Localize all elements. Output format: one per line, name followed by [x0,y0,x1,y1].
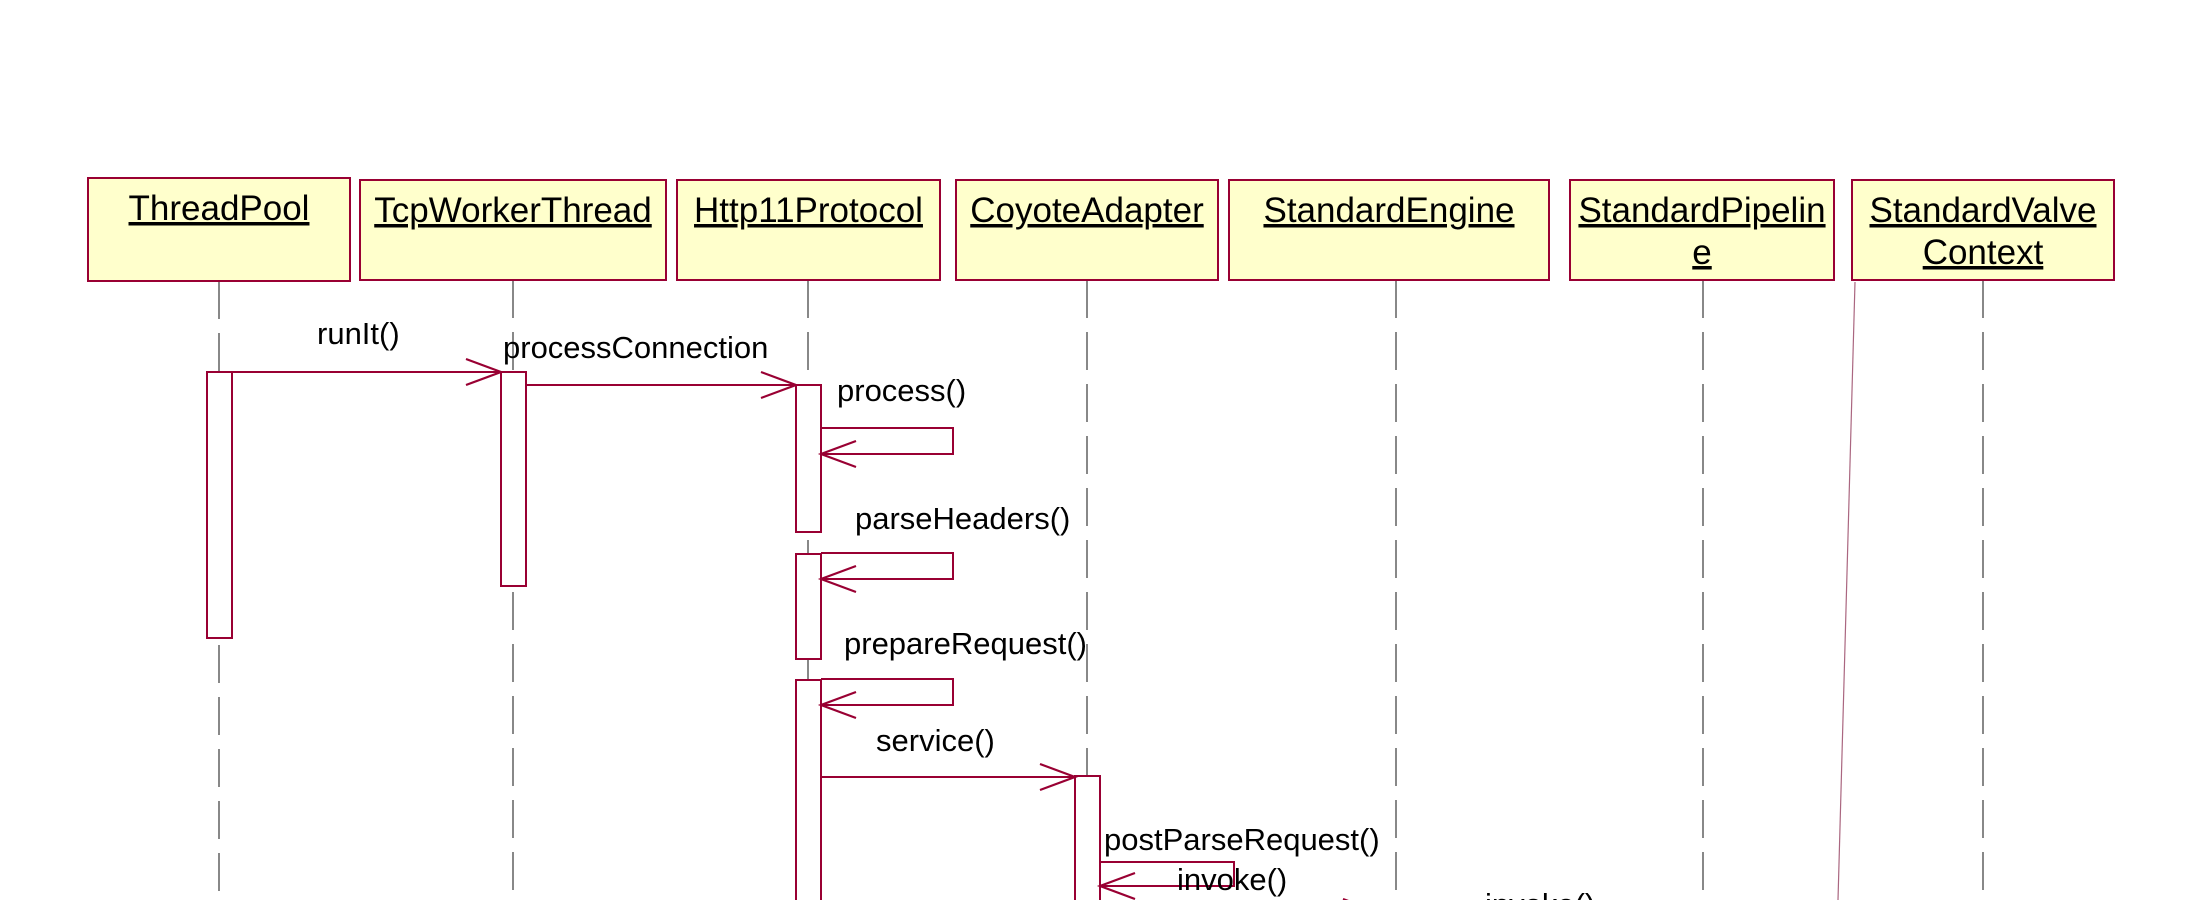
messages: runIt() processConnection process() parseHe… [219,316,1595,900]
self-message-line [821,678,954,706]
activation-coyoteadapter [1074,775,1101,900]
activation-http11protocol [795,384,822,533]
message-label: postParseRequest() [1104,822,1380,857]
object-label: e [1692,233,1711,272]
message-label: prepareRequest() [844,626,1087,661]
lifelines [218,280,1984,900]
message-label: process() [837,373,966,408]
self-message-line [821,427,954,455]
message-label: service() [876,723,995,758]
message-processconnection: processConnection [503,330,800,400]
object-standardengine: StandardEngine [1228,179,1550,281]
message-label: invoke() [1485,887,1595,900]
object-label: StandardPipelin [1578,191,1825,230]
object-label: StandardValve [1869,191,2096,230]
arrowhead [1096,871,1136,900]
message-label: parseHeaders() [855,501,1070,536]
message-parseheaders: parseHeaders() [817,501,1070,594]
object-label: TcpWorkerThread [374,191,652,230]
object-label: ThreadPool [129,189,310,228]
message-service: service() [821,723,1079,792]
message-label: invoke() [1177,862,1287,897]
arrowhead [817,564,857,594]
activation-threadpool [206,371,233,639]
arrowhead [465,357,505,387]
object-box [359,179,667,281]
message-process: process() [817,373,966,469]
message-postparserequest: postParseRequest() [1096,822,1380,900]
object-label: CoyoteAdapter [970,191,1204,230]
activation-http11protocol [795,553,822,660]
message-runit: runIt() [219,316,505,387]
message-invoke-1: invoke() [1177,862,1349,900]
object-box [1851,179,2115,281]
object-http11protocol: Http11Protocol [676,179,941,281]
arrowhead [817,439,857,469]
object-label: StandardEngine [1263,191,1514,230]
activation-bars [206,371,1101,900]
object-box [676,179,941,281]
object-box [1228,179,1550,281]
object-label: Context [1923,233,2044,272]
object-box [87,177,351,282]
self-message-line [1100,861,1235,887]
object-box [1569,179,1835,281]
object-coyoteadapter: CoyoteAdapter [955,179,1219,281]
arrowhead [1039,762,1079,792]
diagonal-connector [1837,281,1856,900]
message-label: processConnection [503,330,768,365]
message-invoke-2: invoke() [1485,887,1595,900]
message-preparerequest: prepareRequest() [817,626,1087,720]
arrowhead [817,690,857,720]
activation-http11protocol [795,679,822,900]
object-threadpool: ThreadPool [87,177,351,282]
arrowhead [760,370,800,400]
activation-tcpworkerthread [500,371,527,587]
object-tcpworkerthread: TcpWorkerThread [359,179,667,281]
object-box [955,179,1219,281]
object-label: Http11Protocol [694,191,923,230]
self-message-line [821,552,954,580]
message-label: runIt() [317,316,400,351]
